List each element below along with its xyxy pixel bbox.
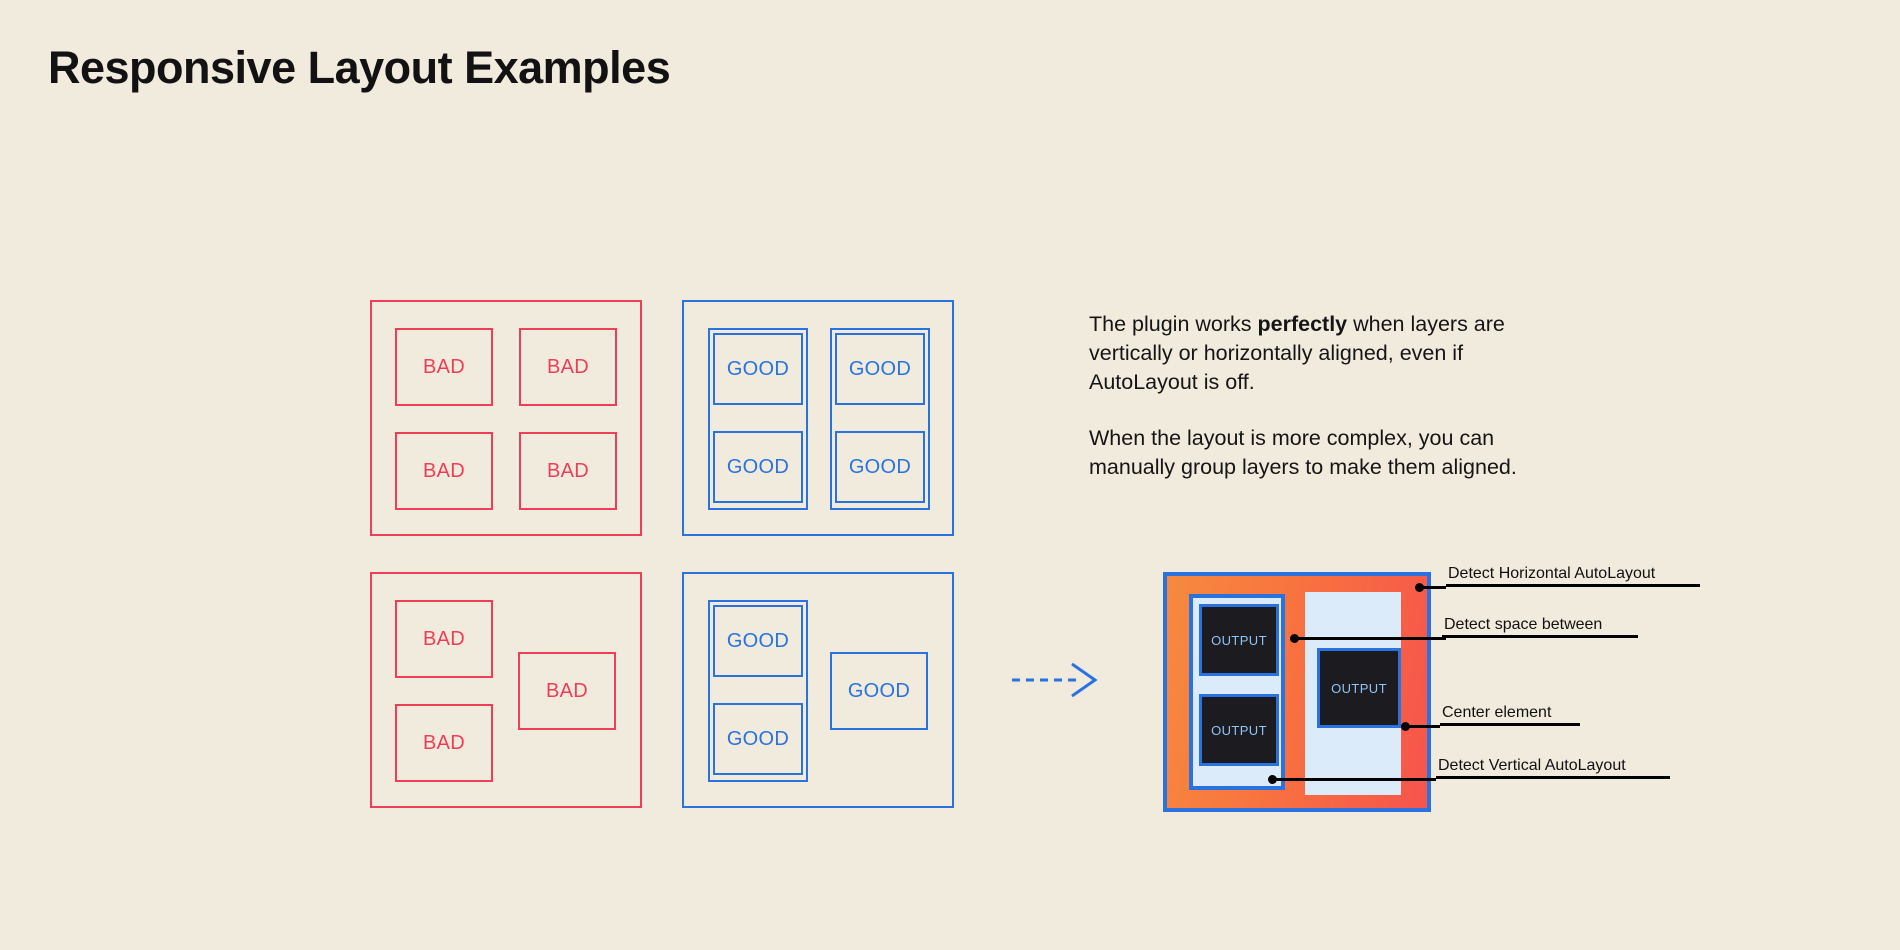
leader-line (1272, 778, 1436, 781)
example-good-grid-complex: GOOD GOOD GOOD (682, 572, 954, 808)
cell-good: GOOD (713, 703, 803, 775)
panel-left-group: OUTPUT OUTPUT (1189, 594, 1285, 790)
leader-line (1405, 725, 1440, 728)
cell-label: BAD (422, 459, 466, 482)
output-label: OUTPUT (1211, 632, 1267, 648)
annotation-detect-vertical-autolayout: Detect Vertical AutoLayout (1436, 752, 1676, 779)
cell-good: GOOD (835, 333, 925, 405)
info-paragraph-2: When the layout is more complex, you can… (1089, 426, 1517, 479)
example-bad-grid-complex: BAD BAD BAD (370, 572, 642, 808)
output-box: OUTPUT (1317, 648, 1401, 728)
dashed-arrow-right-icon (1012, 662, 1098, 698)
annotation-rule (1446, 584, 1700, 587)
annotation-rule (1440, 723, 1580, 726)
annotation-center-element: Center element (1440, 699, 1585, 726)
page-title: Responsive Layout Examples (48, 42, 671, 93)
info-paragraph-1: The plugin works perfectly when layers a… (1089, 310, 1559, 397)
cell-label: BAD (546, 459, 590, 482)
group-column-left: GOOD GOOD (708, 328, 808, 510)
leader-line (1419, 586, 1446, 589)
cell-good: GOOD (830, 652, 928, 730)
annotation-label: Detect Horizontal AutoLayout (1448, 565, 1656, 582)
cell-label: GOOD (726, 357, 790, 380)
group-frame (370, 300, 642, 536)
info-p1-bold: perfectly (1257, 312, 1348, 336)
cell-label: GOOD (726, 629, 790, 652)
cell-label: GOOD (848, 357, 912, 380)
info-p1-part2: when layers are vertically or horizontal… (1089, 312, 1505, 394)
cell-bad: BAD (395, 432, 493, 510)
cell-bad: BAD (519, 432, 617, 510)
output-diagram: OUTPUT OUTPUT OUTPUT (1163, 572, 1431, 812)
example-bad-grid-aligned: BAD BAD BAD BAD (370, 300, 642, 536)
group-frame (682, 572, 954, 808)
output-box: OUTPUT (1199, 604, 1279, 676)
cell-label: BAD (422, 627, 466, 650)
output-box: OUTPUT (1199, 694, 1279, 766)
cell-bad: BAD (518, 652, 616, 730)
cell-label: GOOD (847, 679, 911, 702)
annotation-rule (1436, 776, 1670, 779)
info-text-block: The plugin works perfectly when layers a… (1089, 310, 1559, 482)
example-good-grid-aligned: GOOD GOOD GOOD GOOD (682, 300, 954, 536)
cell-good: GOOD (713, 605, 803, 677)
cell-bad: BAD (395, 600, 493, 678)
annotation-detect-horizontal-autolayout: Detect Horizontal AutoLayout (1446, 560, 1706, 587)
cell-label: GOOD (726, 455, 790, 478)
cell-label: GOOD (726, 727, 790, 750)
group-column-right: GOOD GOOD (830, 328, 930, 510)
cell-label: BAD (422, 355, 466, 378)
cell-good: GOOD (713, 333, 803, 405)
annotation-label: Detect space between (1444, 616, 1603, 633)
group-frame (682, 300, 954, 536)
cell-good: GOOD (713, 431, 803, 503)
cell-label: BAD (546, 355, 590, 378)
info-p1-part1: The plugin works (1089, 312, 1258, 336)
group-column-left: GOOD GOOD (708, 600, 808, 782)
annotation-label: Detect Vertical AutoLayout (1438, 757, 1626, 774)
cell-label: BAD (545, 679, 589, 702)
annotation-detect-space-between: Detect space between (1442, 611, 1642, 638)
cell-good: GOOD (835, 431, 925, 503)
cell-bad: BAD (395, 704, 493, 782)
output-label: OUTPUT (1211, 722, 1267, 738)
annotation-label: Center element (1442, 704, 1552, 721)
cell-label: GOOD (848, 455, 912, 478)
cell-bad: BAD (395, 328, 493, 406)
annotation-rule (1442, 635, 1638, 638)
cell-label: BAD (422, 731, 466, 754)
output-label: OUTPUT (1331, 680, 1387, 696)
group-frame (370, 572, 642, 808)
cell-bad: BAD (519, 328, 617, 406)
leader-line (1294, 637, 1446, 640)
